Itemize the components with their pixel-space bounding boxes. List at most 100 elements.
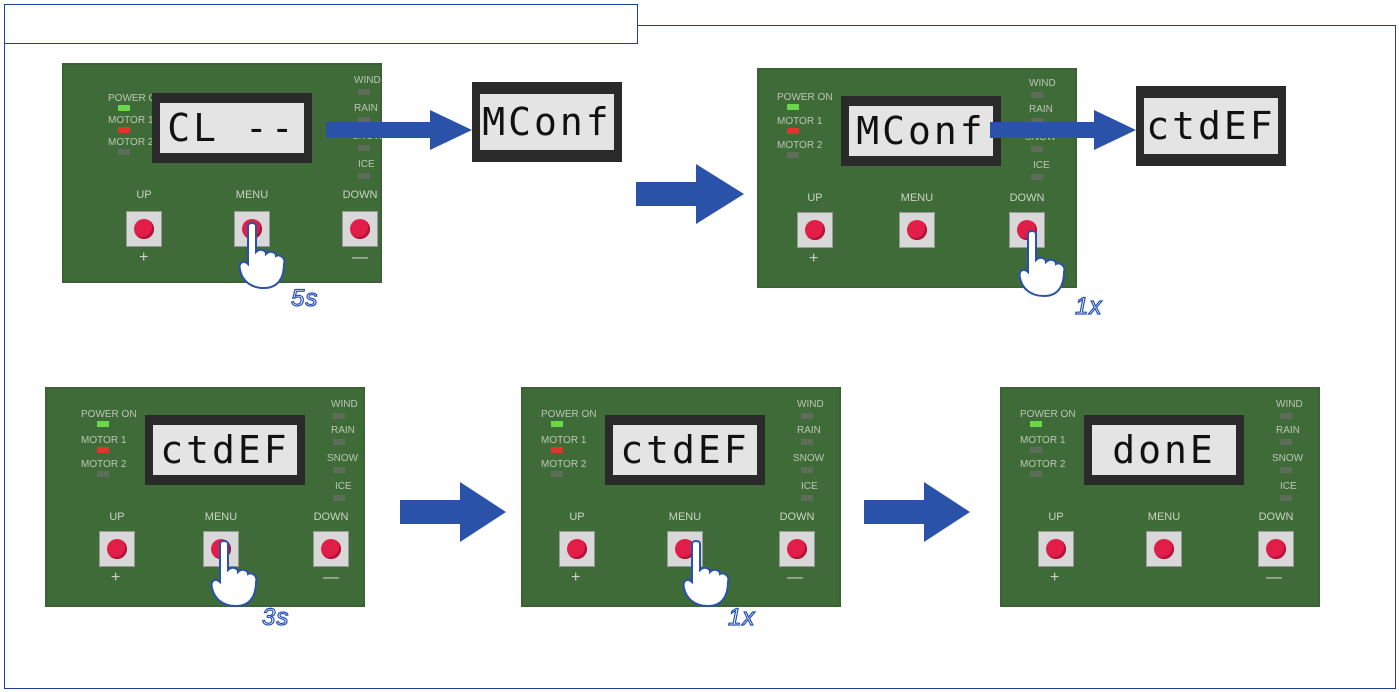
label-rain: RAIN xyxy=(1276,425,1300,436)
lcd-display: ctdEF xyxy=(153,425,297,475)
label-rain: RAIN xyxy=(797,425,821,436)
label-up: UP xyxy=(807,192,823,204)
led-motor2 xyxy=(97,471,109,477)
hand-pointer-icon xyxy=(210,540,258,608)
control-board-step3: POWER ON MOTOR 1 MOTOR 2 WIND RAIN SNOW … xyxy=(45,387,365,607)
press-count-label: 1x xyxy=(727,603,756,631)
led-power-on xyxy=(97,421,109,427)
hand-pointer-icon xyxy=(1018,230,1066,298)
led-wind xyxy=(1031,92,1043,98)
lcd-display: CL -- xyxy=(160,103,304,153)
hold-duration-label: 5s xyxy=(290,284,319,312)
arrow-step2-side xyxy=(990,110,1136,150)
label-ice: ICE xyxy=(358,159,375,170)
label-down: DOWN xyxy=(1009,192,1045,204)
led-ice xyxy=(333,495,345,501)
up-button[interactable] xyxy=(559,531,595,567)
lcd-display: donE xyxy=(1092,425,1236,475)
led-motor1 xyxy=(787,128,799,134)
plus-sign: + xyxy=(139,249,149,266)
label-rain: RAIN xyxy=(354,103,378,114)
led-rain xyxy=(358,117,370,123)
arrow-step4-to-step5 xyxy=(864,482,970,542)
control-board-step5: POWER ON MOTOR 1 MOTOR 2 WIND RAIN SNOW … xyxy=(1000,387,1320,607)
led-power-on xyxy=(551,421,563,427)
led-power-on xyxy=(787,104,799,110)
label-ice: ICE xyxy=(1280,481,1297,492)
down-button[interactable] xyxy=(779,531,815,567)
side-display-step1: MConf xyxy=(472,82,622,162)
led-power-on xyxy=(1030,421,1042,427)
lcd-display: MConf xyxy=(849,106,993,156)
diagram-frame xyxy=(4,25,1396,689)
menu-button[interactable] xyxy=(1146,531,1182,567)
title-tab xyxy=(4,4,638,44)
display-bezel: ctdEF xyxy=(605,415,765,485)
label-menu: MENU xyxy=(668,511,702,523)
label-up: UP xyxy=(109,511,125,523)
minus-sign: — xyxy=(1266,569,1282,586)
frame-top-line xyxy=(636,25,1396,26)
label-power-on: POWER ON xyxy=(541,409,597,420)
up-button[interactable] xyxy=(99,531,135,567)
minus-sign: — xyxy=(323,569,339,586)
display-bezel: MConf xyxy=(841,96,1001,166)
down-button[interactable] xyxy=(1258,531,1294,567)
led-ice xyxy=(801,495,813,501)
up-button[interactable] xyxy=(126,211,162,247)
led-wind xyxy=(333,413,345,419)
led-motor1 xyxy=(97,447,109,453)
menu-button[interactable] xyxy=(899,212,935,248)
led-snow xyxy=(801,467,813,473)
label-down: DOWN xyxy=(342,189,378,201)
display-bezel: ctdEF xyxy=(145,415,305,485)
led-motor1 xyxy=(551,447,563,453)
lcd-display-side: MConf xyxy=(480,94,614,150)
label-rain: RAIN xyxy=(1029,104,1053,115)
label-wind: WIND xyxy=(331,399,358,410)
led-snow xyxy=(1280,467,1292,473)
label-motor2: MOTOR 2 xyxy=(108,137,154,148)
arrow-step1-to-step2 xyxy=(636,164,744,224)
label-snow: SNOW xyxy=(1272,453,1304,464)
press-count-label: 1x xyxy=(1074,292,1103,320)
led-rain xyxy=(801,439,813,445)
led-motor2 xyxy=(1030,471,1042,477)
down-button[interactable] xyxy=(1009,212,1045,248)
label-rain: RAIN xyxy=(331,425,355,436)
label-power-on: POWER ON xyxy=(777,92,833,103)
label-snow: SNOW xyxy=(793,453,825,464)
label-motor1: MOTOR 1 xyxy=(1020,435,1066,446)
led-rain xyxy=(333,439,345,445)
led-wind xyxy=(801,413,813,419)
label-wind: WIND xyxy=(1029,78,1056,89)
lcd-display-side: ctdEF xyxy=(1144,98,1278,154)
label-wind: WIND xyxy=(354,75,381,86)
minus-sign: — xyxy=(787,569,803,586)
label-ice: ICE xyxy=(1033,160,1050,171)
led-wind xyxy=(358,89,370,95)
label-power-on: POWER ON xyxy=(108,93,164,104)
down-button[interactable] xyxy=(342,211,378,247)
label-menu: MENU xyxy=(235,189,269,201)
label-down: DOWN xyxy=(1258,511,1294,523)
label-down: DOWN xyxy=(313,511,349,523)
label-motor2: MOTOR 2 xyxy=(1020,459,1066,470)
control-board-step4: POWER ON MOTOR 1 MOTOR 2 WIND RAIN SNOW … xyxy=(521,387,841,607)
led-ice xyxy=(1031,174,1043,180)
led-rain xyxy=(1031,118,1043,124)
led-motor2 xyxy=(118,149,130,155)
label-menu: MENU xyxy=(900,192,934,204)
display-bezel: CL -- xyxy=(152,93,312,163)
label-down: DOWN xyxy=(779,511,815,523)
up-button[interactable] xyxy=(1038,531,1074,567)
led-wind xyxy=(1280,413,1292,419)
up-button[interactable] xyxy=(797,212,833,248)
hand-pointer-icon xyxy=(682,540,730,608)
hand-pointer-icon xyxy=(238,222,286,290)
label-motor1: MOTOR 1 xyxy=(777,116,823,127)
control-board-step2: POWER ON MOTOR 1 MOTOR 2 WIND RAIN SNOW … xyxy=(757,68,1077,288)
down-button[interactable] xyxy=(313,531,349,567)
label-menu: MENU xyxy=(204,511,238,523)
label-motor2: MOTOR 2 xyxy=(777,140,823,151)
